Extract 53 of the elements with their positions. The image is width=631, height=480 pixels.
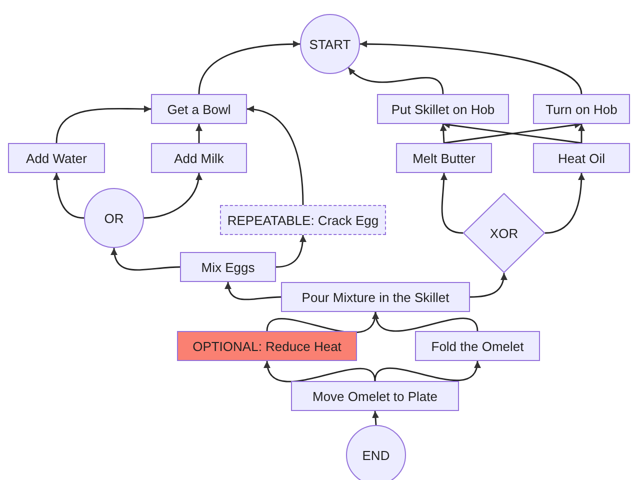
node-label: XOR [490, 226, 518, 240]
arrow [264, 360, 376, 382]
arrow [144, 172, 202, 219]
arrow [225, 282, 282, 300]
arrow [196, 124, 202, 143]
process-box [396, 143, 492, 173]
node-label: END [362, 448, 390, 462]
arrow [246, 106, 304, 206]
process-box [151, 143, 247, 173]
arrow [440, 172, 464, 234]
arrow [374, 360, 480, 382]
circle-node [346, 425, 406, 480]
node-label: Fold the Omelet [431, 338, 524, 354]
node-label: Pour Mixture in the Skillet [302, 290, 450, 304]
node-label: Melt Butter [412, 150, 476, 166]
process-box [533, 143, 630, 173]
arrow [578, 124, 585, 143]
process-box [415, 331, 540, 361]
node-label: Turn on Hob [546, 102, 618, 116]
arrow [544, 172, 585, 234]
arrow [53, 172, 84, 219]
node-label: Add Water [26, 150, 87, 166]
process-box [180, 252, 276, 282]
node-label: Put Skillet on Hob [391, 102, 495, 116]
arrow [372, 410, 379, 426]
process-box [377, 94, 509, 124]
node-label: START [309, 36, 351, 52]
node-label: REPEATABLE: Crack Egg [227, 212, 379, 228]
arrow [111, 248, 180, 271]
arrow [360, 40, 582, 94]
arrow [440, 124, 447, 144]
decision-diamond [463, 193, 545, 273]
process-box [220, 205, 386, 235]
node-label: OR [104, 210, 124, 226]
process-box [281, 282, 470, 312]
arrow [470, 272, 508, 298]
process-box [533, 94, 630, 124]
arrow [276, 234, 306, 268]
arrow [266, 312, 378, 333]
node-label: OPTIONAL: Reduce Heat [192, 338, 342, 354]
node-label: Heat Oil [558, 150, 605, 166]
node-label: Add Milk [174, 150, 224, 166]
process-box [8, 143, 105, 173]
process-box [291, 381, 459, 411]
arrow [198, 40, 300, 94]
node-label: Get a Bowl [167, 102, 231, 116]
process-box [177, 331, 357, 361]
arrow [348, 67, 444, 94]
arrow [373, 312, 478, 332]
node-label: Mix Eggs [201, 260, 255, 274]
arrow [56, 105, 151, 144]
node-label: Move Omelet to Plate [312, 388, 438, 404]
process-box [151, 94, 247, 124]
